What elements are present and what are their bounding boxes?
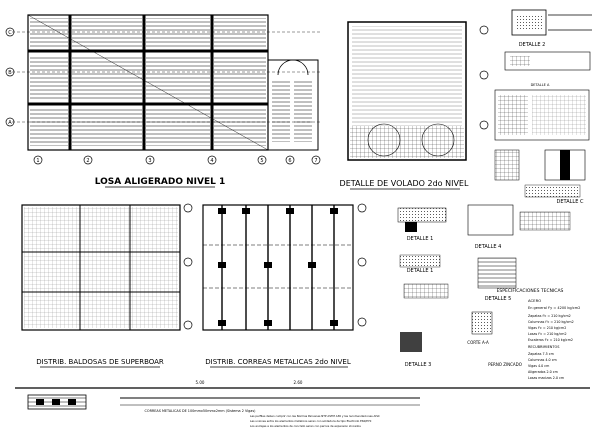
baldosas-plan: DISTRIB. BALDOSAS DE SUPERBOAR [21,203,193,368]
detalle-4-label: DETALLE 4 [475,244,502,250]
spec-line: Losas f'c = 210 kg/cm2 [528,332,567,336]
detalle-2-block: DETALLE 2 DETALLE A [494,9,592,141]
note-line: Las uniones entre los elementos metalico… [250,419,372,423]
correas-plan: DISTRIB. CORREAS METALICAS 2do NIVEL [202,203,367,368]
details-cluster: DETALLE 1 DETALLE 4 DETALLE 1 DETALLE 5 … [397,204,571,368]
correas-metalicas-note: CORREAS METALICAS DE 100mmx50mmx2mm (Sis… [145,409,257,413]
axis-4-label: 4 [210,158,213,164]
detalle-5-label: DETALLE 5 [485,296,512,302]
correas-title: DISTRIB. CORREAS METALICAS 2do NIVEL [205,358,351,366]
spec-line: Zapatas 7.5 cm [528,352,554,356]
bottom-strip: 5.00 2.60 CORREAS METALICAS DE 100mmx50m… [15,380,590,428]
volado-title: DETALLE DE VOLADO 2do NIVEL [340,179,469,188]
note-line: Las perfiles deben cumplir con las Norma… [250,414,380,418]
detalle-a-label: DETALLE A [531,83,550,87]
axis-3-label: 3 [148,158,151,164]
dim-label-2: 2.60 [294,380,303,385]
specs-acero: ACERO [528,298,541,303]
spec-line: Escaleras f'c = 210 kg/cm2 [528,338,573,342]
spec-line: Columnas 4.0 cm [528,358,557,362]
axis-6-label: 6 [288,158,291,164]
dim-label-5: 5.00 [196,380,205,385]
detalle-1-label: DETALLE 1 [407,236,434,242]
axis-c-label: C [8,30,12,36]
specs-heading: ESPECIFICACIONES TECNICAS [497,288,564,294]
note-line: Los anclajes a los elementos de concreto… [250,424,361,428]
axis-5-label: 5 [260,158,263,164]
detalle-c-block: DETALLE C [494,149,586,205]
axis-7-label: 7 [314,158,317,164]
volado-plan: DETALLE DE VOLADO 2do NIVEL [340,21,489,190]
detalle-1b-label: DETALLE 1 [407,268,434,274]
detalle-3-label: DETALLE 3 [405,362,432,368]
axis-a-label: A [8,120,12,126]
spec-line: Aligerados 2.0 cm [528,370,558,374]
detalle-c-label: DETALLE C [557,199,584,205]
spec-line: Losas macizas 2.0 cm [528,376,564,380]
losa-title: LOSA ALIGERADO NIVEL 1 [95,177,226,187]
spec-line: RECUBRIMIENTOS [528,345,560,349]
detalle-2-label: DETALLE 2 [519,42,546,48]
axis-1-label: 1 [36,158,39,164]
losa-aligerado-plan: C B A 1 2 3 4 5 6 7 LOSA ALIGERADO NIVEL… [5,14,321,188]
specifications-block: ESPECIFICACIONES TECNICAS ACERO En gener… [497,288,581,380]
specs-fc-general: En general f'y = 4200 kg/cm2 [528,306,580,310]
spec-line: Columnas f'c = 210 kg/cm2 [528,320,574,324]
spec-line: Zapatas f'c = 210 kg/cm2 [528,314,571,318]
corte-aa-label: CORTE A-A [467,340,489,345]
axis-2-label: 2 [86,158,89,164]
baldosas-title: DISTRIB. BALDOSAS DE SUPERBOAR [36,358,164,366]
spec-line: Vigas 4.0 cm [528,364,549,368]
spec-line: Vigas f'c = 210 kg/cm2 [528,326,566,330]
perno-label: PERNO ZINCADO [488,362,522,367]
axis-b-label: B [8,70,12,76]
